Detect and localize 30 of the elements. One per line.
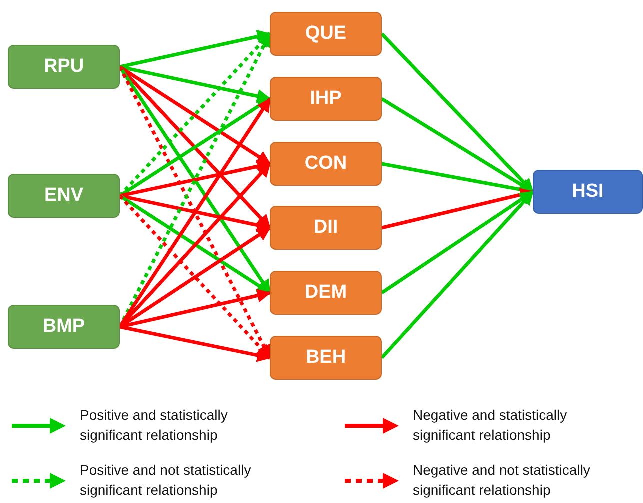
node-label: DEM [304, 282, 348, 304]
arrow [381, 190, 534, 294]
arrow [120, 30, 272, 69]
node-box [270, 271, 382, 315]
arrow [120, 325, 272, 362]
legend-text: Positive and statistically significant relationship [80, 406, 229, 445]
node-box [270, 336, 382, 380]
node-label: BMP [42, 316, 86, 338]
node-box [8, 45, 120, 89]
arrow [382, 188, 534, 230]
node-label: IHP [310, 88, 342, 110]
legend-text: Negative and statistically significant relationship [413, 406, 568, 445]
node-label: RPU [44, 56, 84, 78]
node-box [270, 142, 382, 186]
node-label: QUE [305, 23, 347, 45]
node-box [8, 174, 120, 218]
node-label: BEH [306, 347, 346, 369]
node-box [270, 12, 382, 56]
arrow [119, 66, 272, 166]
node-label: DII [314, 217, 338, 239]
legend-text: Positive and not statistically significant relationship [80, 461, 252, 500]
node-label: HSI [572, 181, 604, 203]
node-box [270, 206, 382, 250]
node-box [533, 170, 643, 214]
legend-text: Negative and not statistically significant relationship [413, 461, 592, 500]
node-label: CON [304, 153, 348, 175]
node-box [270, 77, 382, 121]
node-box [8, 305, 120, 349]
node-label: ENV [44, 185, 84, 207]
arrow [380, 190, 534, 360]
